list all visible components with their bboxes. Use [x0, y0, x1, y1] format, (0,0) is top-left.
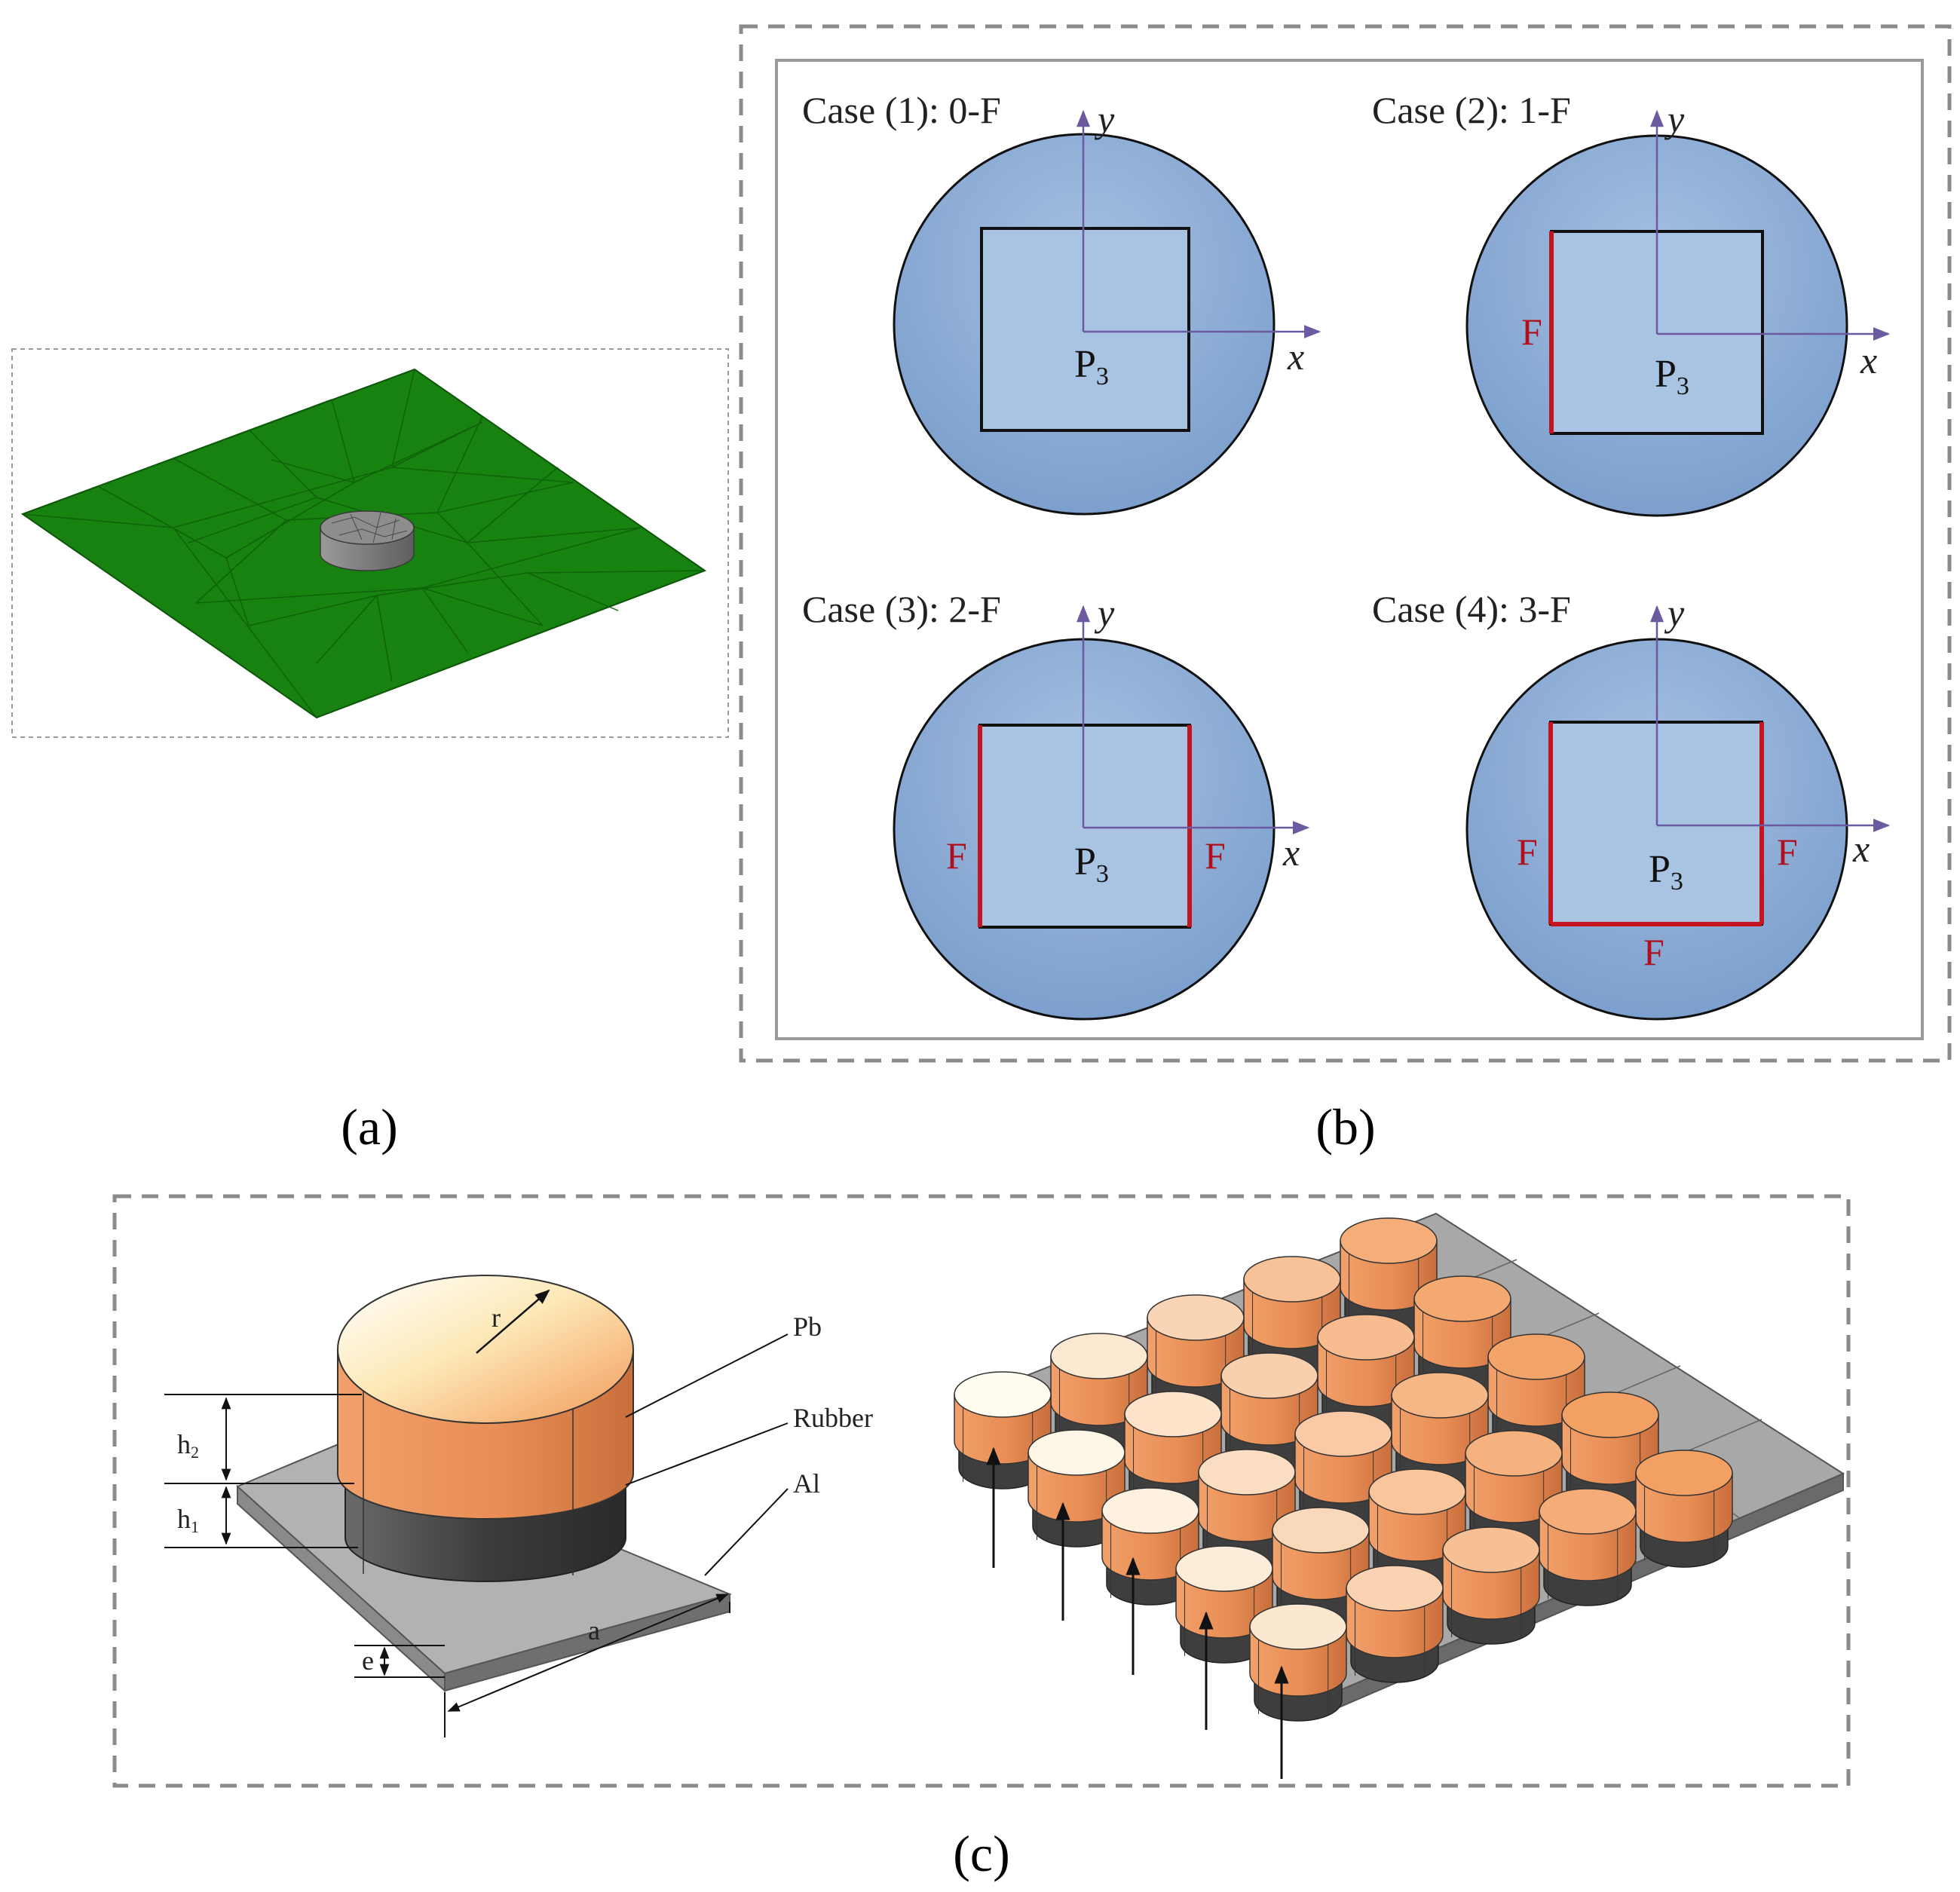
- panel-a-frame: [11, 348, 729, 738]
- rubber-leader: [625, 1422, 789, 1486]
- array-resonator: [1294, 1410, 1392, 1529]
- array-pb-top: [1272, 1507, 1370, 1554]
- array-pb-top: [1198, 1449, 1296, 1496]
- panel-c-label: (c): [953, 1825, 1009, 1882]
- array-pb-top: [1101, 1487, 1199, 1534]
- case-1-y-label: y: [1094, 98, 1115, 140]
- mesh-cylinder: [320, 510, 415, 571]
- array-pb-top: [1465, 1430, 1563, 1477]
- array-pb-top: [1487, 1333, 1585, 1380]
- array-resonator: [1561, 1391, 1659, 1510]
- case-1-x-label: x: [1287, 335, 1304, 378]
- case-3-point: P3: [1074, 840, 1109, 888]
- array-pb-top: [1175, 1545, 1273, 1592]
- array-pb-top: [1027, 1429, 1125, 1476]
- panel-c-frame: [112, 1194, 1851, 1788]
- array-pb-top: [1243, 1256, 1341, 1303]
- array-pb-top: [954, 1371, 1052, 1418]
- array-resonator: [1249, 1603, 1347, 1722]
- array-resonator: [1635, 1450, 1733, 1568]
- array-resonator: [1442, 1526, 1540, 1645]
- case-4-x-label: x: [1852, 828, 1870, 870]
- array-pb-top: [1635, 1450, 1733, 1496]
- h1-label: h1: [177, 1504, 199, 1536]
- case-2-title: Case (2): 1-F: [1372, 89, 1571, 131]
- case-1-title: Case (1): 0-F: [802, 89, 1001, 131]
- panel-a-label: (a): [341, 1098, 397, 1156]
- a-label: a: [588, 1615, 600, 1646]
- a-dimension: [447, 1594, 729, 1712]
- array-pb-top: [1050, 1333, 1148, 1379]
- case-1-point: P3: [1074, 343, 1109, 390]
- array-pb-top: [1368, 1468, 1466, 1515]
- array-resonator: [1391, 1372, 1489, 1490]
- unit-cell: r h2 h1 e a Pb Rubber Al: [164, 1275, 873, 1737]
- array-cells: [954, 1217, 1733, 1722]
- array-pb-top: [1391, 1372, 1489, 1419]
- panel-c: r h2 h1 e a Pb Rubber Al: [112, 1194, 1851, 1882]
- array-resonator: [1539, 1488, 1637, 1606]
- panel-a: (a): [11, 348, 729, 1156]
- array-resonator: [1027, 1429, 1125, 1548]
- array-resonator: [1272, 1507, 1370, 1625]
- array-pb-top: [1340, 1217, 1438, 1264]
- array-resonator: [954, 1371, 1052, 1489]
- case-1-inclusion: [980, 227, 1190, 432]
- case-3-x-label: x: [1282, 831, 1300, 874]
- case-1: Case (1): 0-F y x P3: [802, 89, 1321, 516]
- case-2-f-left: F: [1521, 311, 1542, 353]
- case-3-y-label: y: [1094, 592, 1115, 634]
- pb-leader: [625, 1333, 789, 1418]
- mesh-edges: [22, 369, 706, 718]
- panel-b-inner-frame: [775, 59, 1924, 1040]
- case-2-x-label: x: [1860, 339, 1877, 381]
- case-2-y-label: y: [1664, 98, 1685, 140]
- array-pb-top: [1294, 1410, 1392, 1457]
- h2-label: h2: [177, 1429, 199, 1462]
- array-pb-top: [1539, 1488, 1637, 1535]
- array-pb-top: [1442, 1526, 1540, 1573]
- array-resonator: [1346, 1565, 1444, 1683]
- case-4-point: P3: [1649, 848, 1683, 895]
- panel-b: Case (1): 0-F y x P3 Case (2): 1-F y x P…: [739, 24, 1952, 1156]
- case-4-f-left: F: [1517, 831, 1538, 873]
- case-3-f-right: F: [1205, 834, 1226, 877]
- panel-b-outer-frame: [739, 24, 1952, 1063]
- array-pb-top: [1561, 1391, 1659, 1438]
- case-2: Case (2): 1-F y x P3 F: [1372, 89, 1891, 517]
- case-3: Case (3): 2-F y x P3 F F: [802, 588, 1310, 1021]
- array-pb-top: [1413, 1275, 1511, 1322]
- array-pb-top: [1249, 1603, 1347, 1650]
- al-label: Al: [793, 1468, 820, 1499]
- array-resonator: [1465, 1430, 1563, 1548]
- case-2-point: P3: [1655, 353, 1689, 400]
- array-pb-top: [1317, 1314, 1415, 1361]
- case-4-title: Case (4): 3-F: [1372, 588, 1571, 630]
- case-3-title: Case (3): 2-F: [802, 588, 1001, 630]
- array-pb-top: [1124, 1391, 1222, 1437]
- resonator-array: [954, 1212, 1845, 1779]
- pb-cylinder-top: [337, 1275, 634, 1424]
- array-pb-top: [1346, 1565, 1444, 1612]
- case-4-y-label: y: [1664, 592, 1685, 634]
- rubber-label: Rubber: [793, 1403, 873, 1433]
- radius-label: r: [492, 1303, 501, 1333]
- array-pb-top: [1220, 1352, 1318, 1399]
- pb-label: Pb: [793, 1312, 822, 1342]
- array-resonator: [1243, 1256, 1341, 1374]
- radius-arrow: [476, 1289, 550, 1354]
- excitation-arrows: [986, 1447, 1289, 1779]
- case-3-f-left: F: [946, 834, 967, 877]
- case-4: Case (4): 3-F y x P3 F F F: [1372, 588, 1891, 1021]
- panel-b-label: (b): [1315, 1098, 1375, 1156]
- e-label: e: [362, 1646, 374, 1676]
- array-pb-top: [1147, 1294, 1245, 1341]
- case-3-inclusion: [978, 724, 1191, 929]
- case-4-f-right: F: [1777, 831, 1798, 873]
- al-leader: [704, 1488, 789, 1576]
- case-4-f-bottom: F: [1643, 931, 1664, 973]
